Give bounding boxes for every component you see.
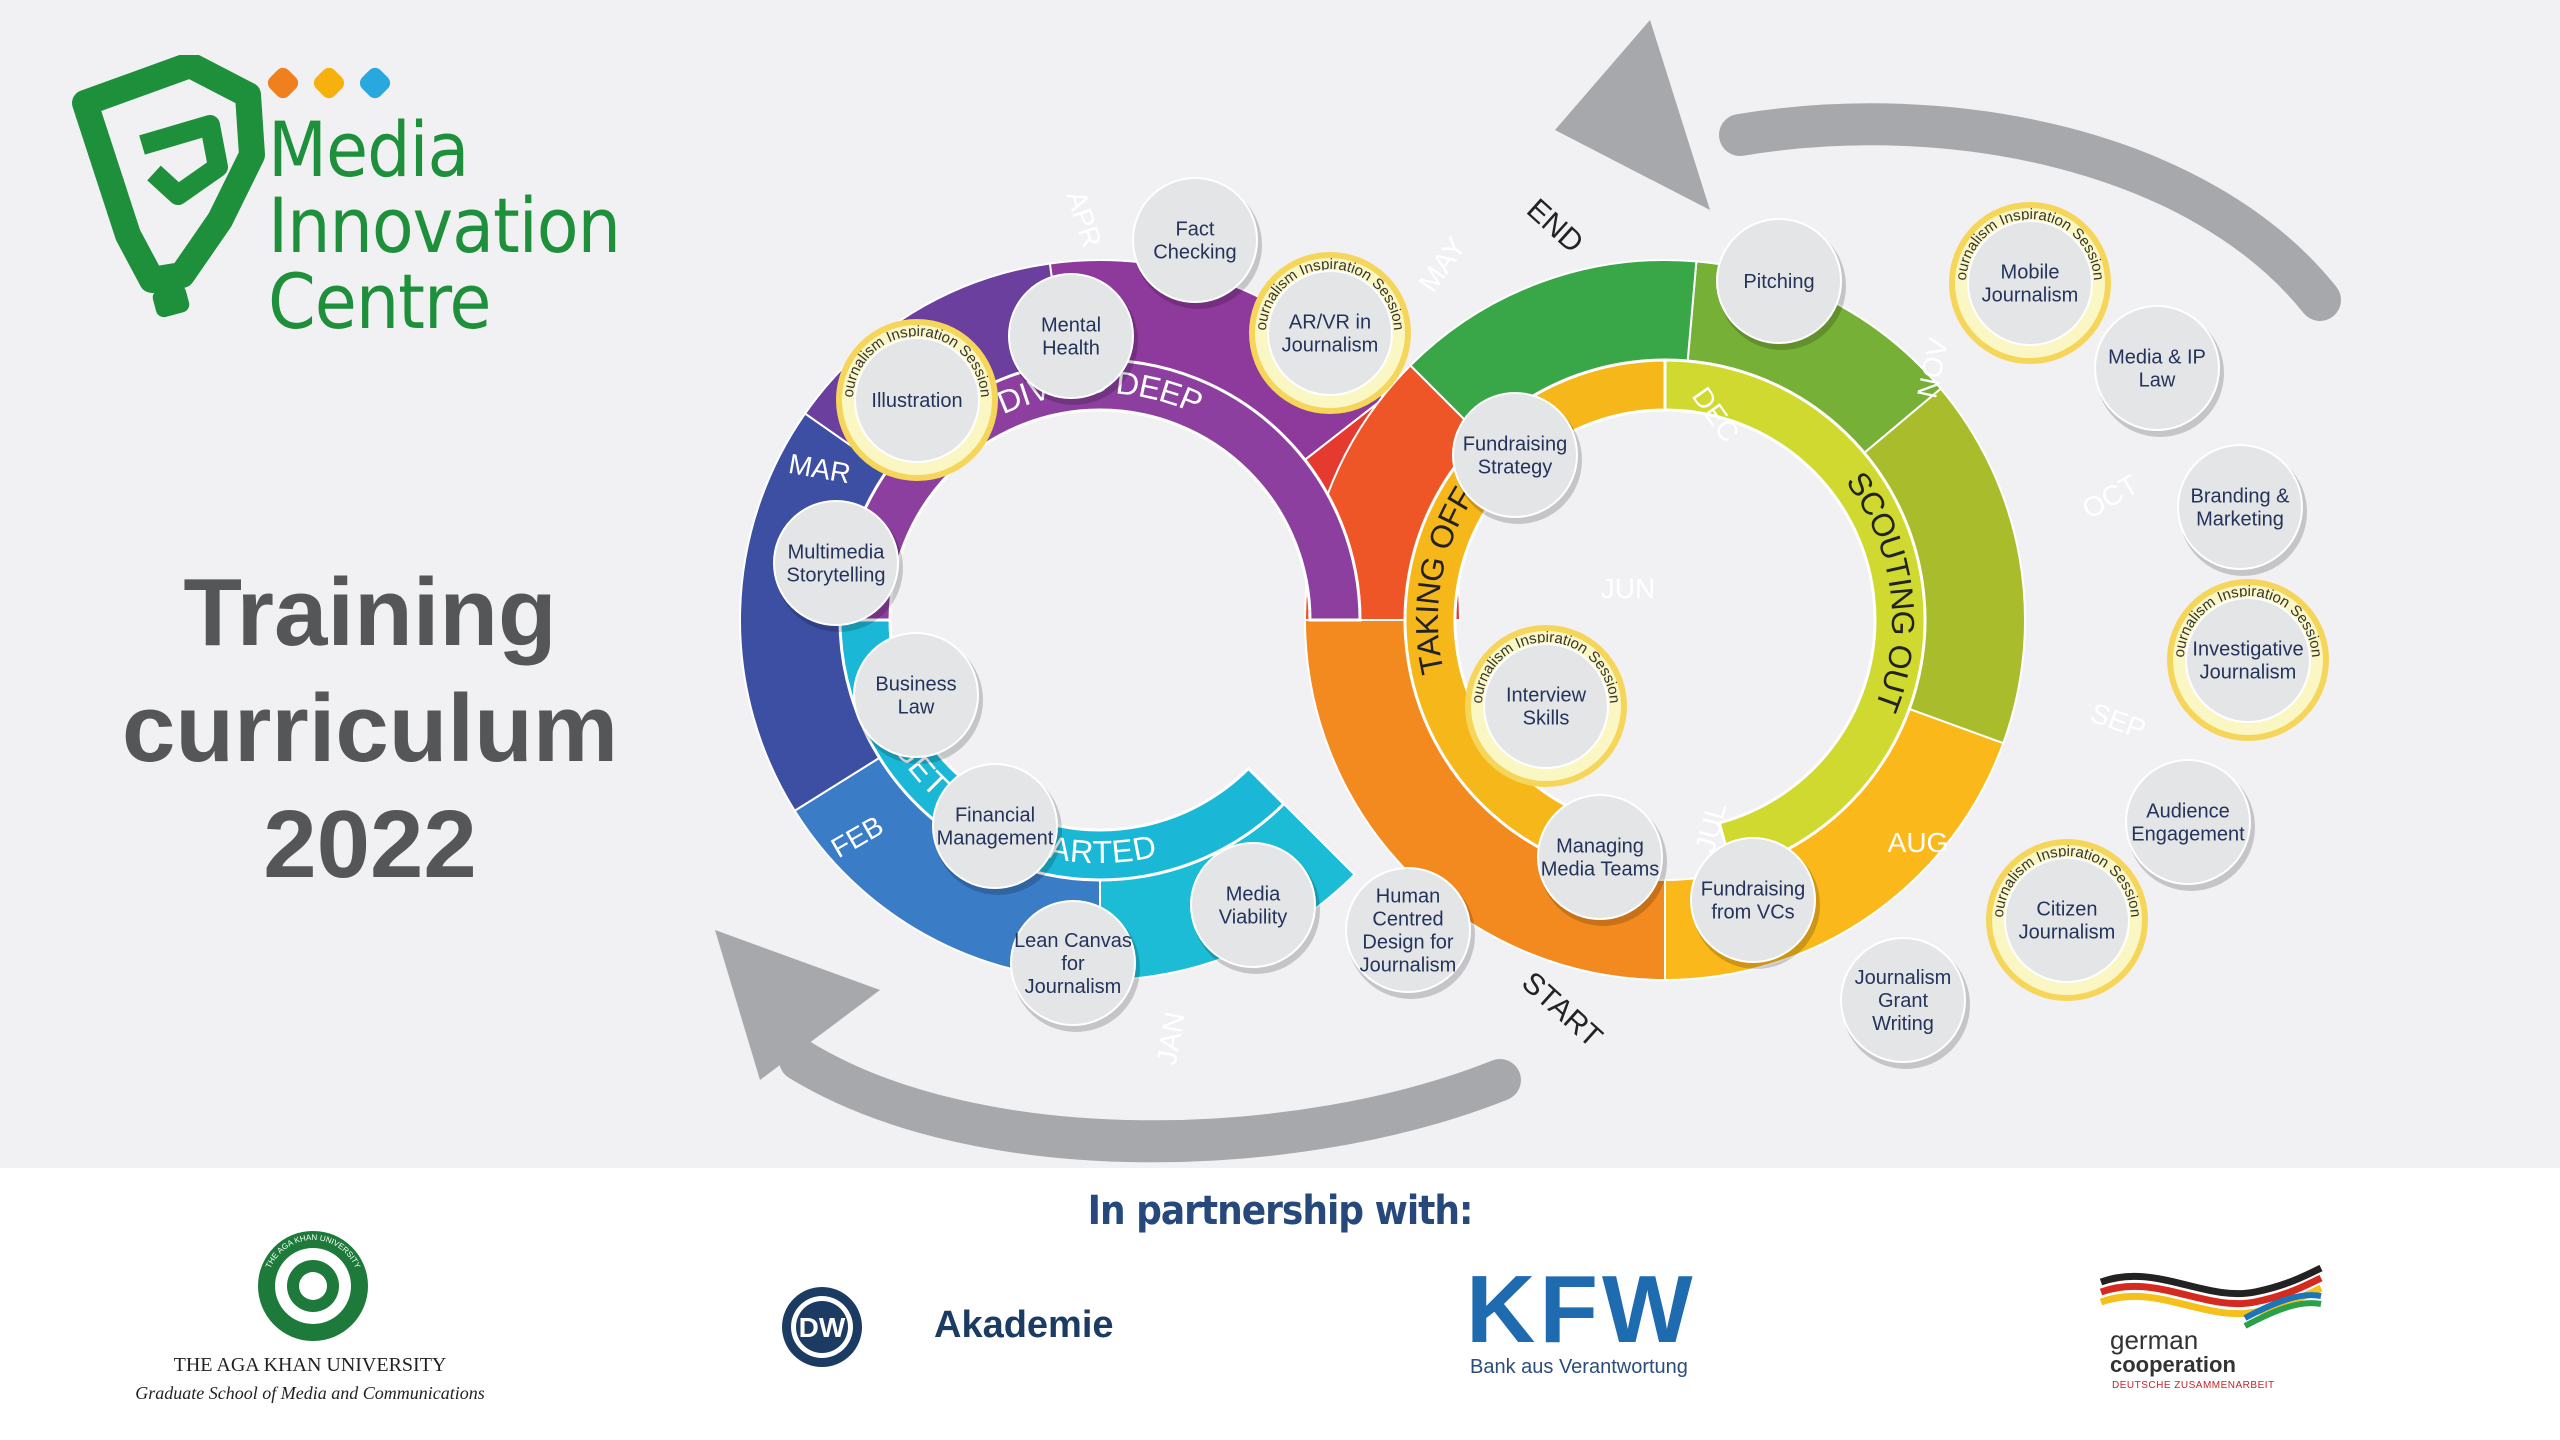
page-title: Training curriculum 2022 <box>110 555 630 903</box>
kfw-logo: KFW <box>1466 1256 1697 1363</box>
top-arrow-shaft <box>1719 103 2341 321</box>
logo-line: Media <box>268 105 469 194</box>
month-label-jun: JUN <box>1601 573 1655 604</box>
bottom-arrowhead <box>715 930 880 1080</box>
start-marker: START <box>1515 966 1608 1054</box>
aku-school: Graduate School of Media and Communicati… <box>135 1383 485 1403</box>
kfw-tagline: Bank aus Verantwortung <box>1470 1356 1688 1378</box>
logo-line: Innovation <box>268 181 621 270</box>
top-arrowhead <box>1555 20 1710 210</box>
gc-line1: german <box>2110 1325 2199 1355</box>
month-label-sep: SEP <box>2087 697 2150 745</box>
topic-circle: Branding &Marketing <box>2177 444 2307 576</box>
curriculum-panel <box>0 0 2560 1168</box>
topic-circle: Pitching <box>1716 218 1846 350</box>
logo-dots <box>267 67 391 99</box>
month-label-may: MAY <box>1413 231 1472 297</box>
cycle-arrows <box>715 20 2341 1163</box>
end-marker: END <box>1520 193 1589 260</box>
dw-logo-icon: DW <box>782 1287 862 1367</box>
topic-circle: Journalism Inspiration SessionsIllustrat… <box>0 0 998 481</box>
dw-akademie-label: Akademie <box>934 1304 1114 1346</box>
gc-line2: cooperation <box>2110 1352 2236 1377</box>
dw-monogram: DW <box>799 1312 846 1343</box>
topic-label: Branding &Marketing <box>2191 486 2291 531</box>
inspiration-session-label: Journalism Inspiration Sessions <box>0 0 994 398</box>
topic-label: Pitching <box>1743 271 1814 293</box>
month-label-aug: AUG <box>1888 827 1949 858</box>
title-line: Training <box>183 559 557 666</box>
topic-label: Illustration <box>871 390 962 412</box>
month-label-apr: APR <box>1060 187 1107 251</box>
svg-text:Journalism Inspiration Session: Journalism Inspiration Sessions <box>0 0 994 398</box>
partnership-heading: In partnership with: <box>1087 1188 1474 1234</box>
german-cooperation-flag-icon <box>2099 1264 2323 1329</box>
month-label-nov: NOV <box>1911 335 1954 401</box>
aga-khan-seal-icon: THE AGA KHAN UNIVERSITY <box>258 1231 368 1341</box>
aku-name: THE AGA KHAN UNIVERSITY <box>173 1354 447 1376</box>
month-label-jan: JAN <box>1151 1010 1191 1067</box>
media-innovation-centre-logo-icon <box>72 55 265 318</box>
bottom-arrow-shaft <box>779 1039 1521 1163</box>
logo-line: Centre <box>268 257 491 346</box>
title-line: 2022 <box>263 791 477 898</box>
partners-panel <box>0 1168 2560 1440</box>
gc-line3: DEUTSCHE ZUSAMMENARBEIT <box>2112 1380 2275 1391</box>
logo-wordmark: Media Innovation Centre <box>268 105 621 346</box>
title-line: curriculum <box>121 675 619 782</box>
month-label-oct: OCT <box>2077 469 2144 525</box>
